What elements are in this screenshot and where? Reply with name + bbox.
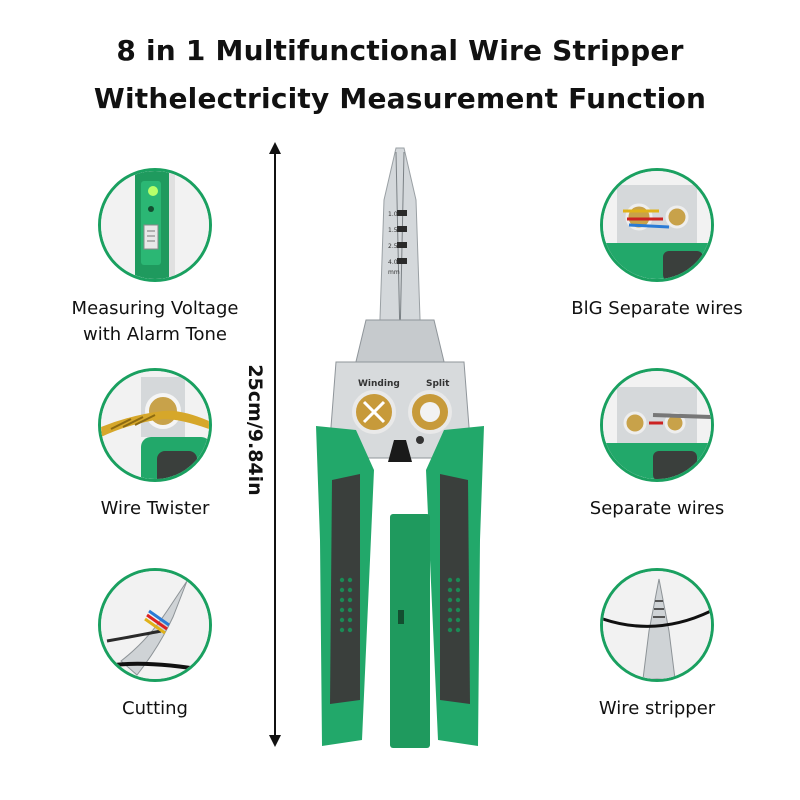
feature-cutting: Cutting [55,568,255,722]
title-line-1: 8 in 1 Multifunctional Wire Stripper [116,34,684,67]
voltage-tester-icon [98,168,212,282]
gauge-label: 4.0 [388,259,398,266]
feature-label: Cutting [122,698,188,719]
feature-label: Wire stripper [598,698,716,719]
title-line-2: Withelectricity Measurement Function [93,82,707,115]
cutting-icon [98,568,212,682]
split-label: Split [426,379,450,389]
wire-twister-icon [98,368,212,482]
winding-label: Winding [358,379,400,389]
gauge-label: mm [388,269,400,276]
feature-voltage: Measuring Voltage with Alarm Tone [55,168,255,348]
gauge-label: 2.5 [388,243,398,250]
feature-wire-stripper: Wire stripper [557,568,757,722]
separate-wires-icon [600,368,714,482]
measurement-arrow [269,142,281,747]
feature-label: BlG Separate wires [571,298,743,319]
wire-stripper-icon [600,568,714,682]
gauge-label: 1.0 [388,211,398,218]
feature-label: Measuring Voltage with Alarm Tone [71,298,239,345]
feature-wire-twister: Wire Twister [55,368,255,522]
feature-label: Separate wires [589,498,725,519]
feature-label: Wire Twister [100,498,210,519]
big-separate-wires-icon [600,168,714,282]
feature-separate: Separate wires [557,368,757,522]
wire-stripper-plier-image: 1.0 1.5 2.5 4.0 mm Winding Split [316,147,484,748]
feature-big-separate: BlG Separate wires [557,168,757,322]
gauge-label: 1.5 [388,227,398,234]
